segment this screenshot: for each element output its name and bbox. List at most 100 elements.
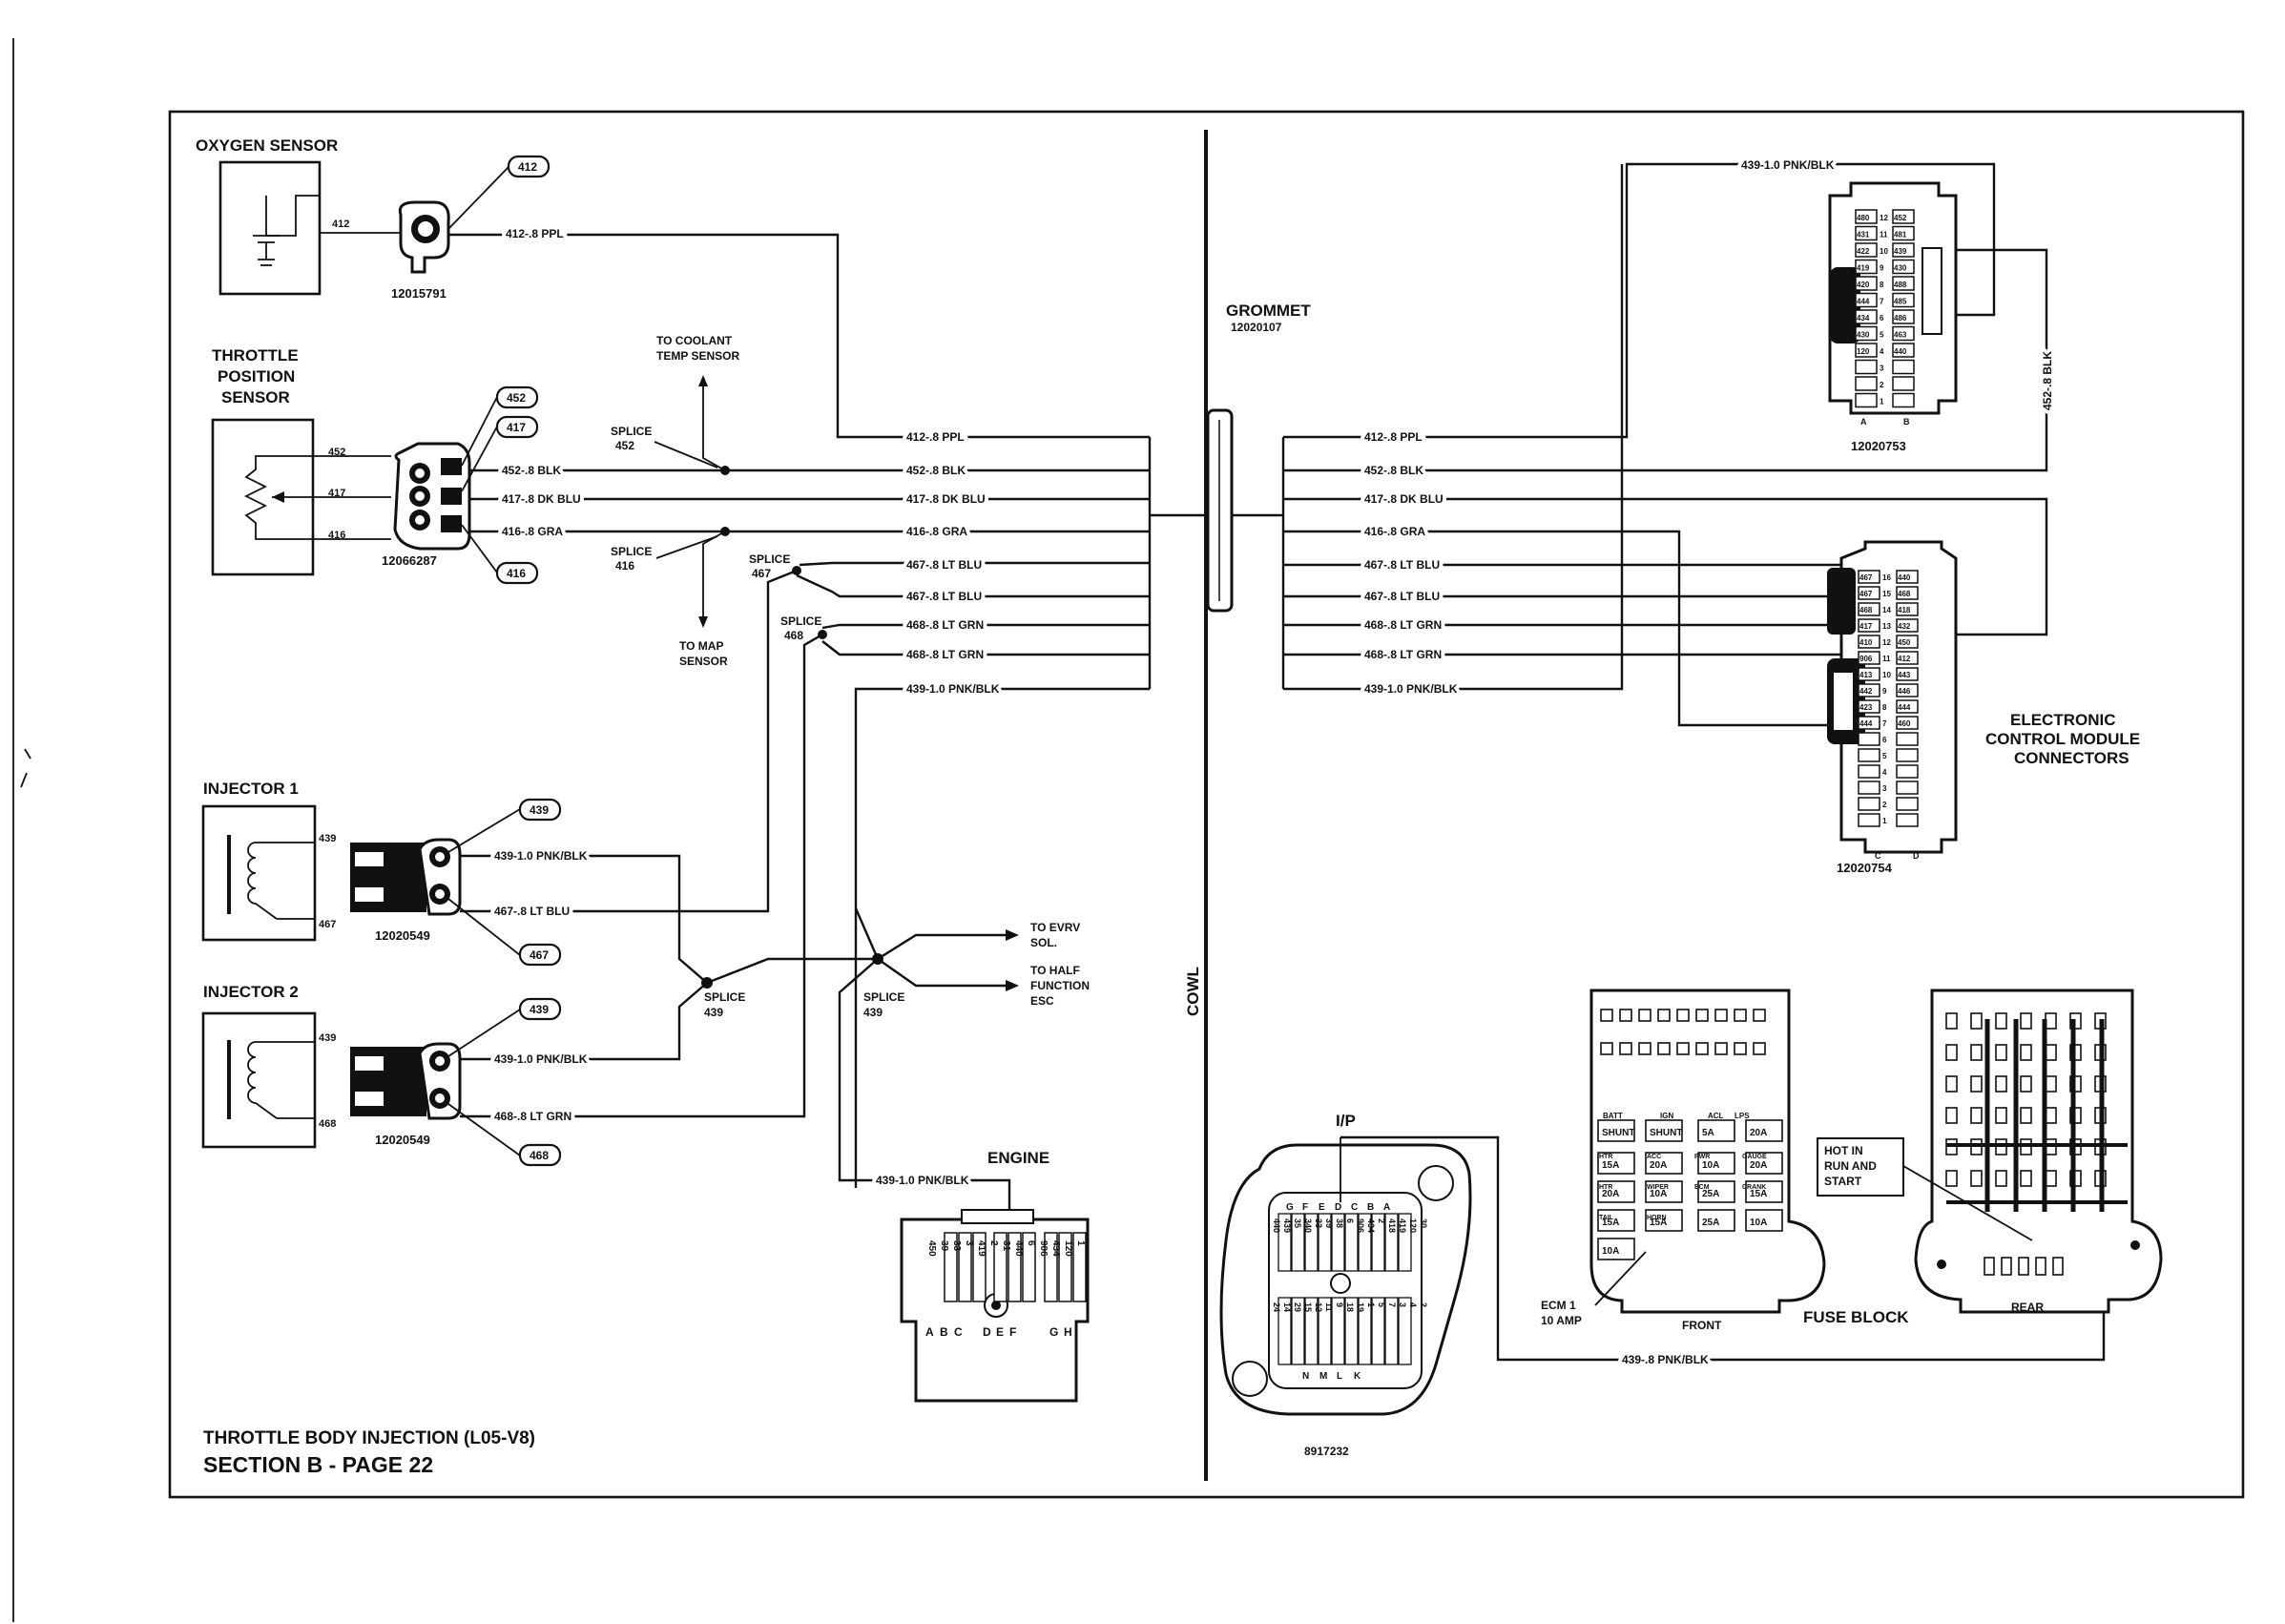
rear-slot	[1970, 1107, 1983, 1124]
engine-letter: D	[983, 1325, 991, 1339]
ecm-lower-cell	[1896, 618, 1919, 633]
wire-439-main	[854, 687, 1150, 1188]
ecm-fuse-note-1: ECM 1	[1541, 1299, 1576, 1312]
ecm-upper-cell	[1855, 343, 1878, 358]
o2-part-number: 12015791	[391, 286, 447, 301]
fuse-slot	[1657, 1009, 1671, 1022]
engine-cell	[958, 1232, 972, 1302]
ecm-upper-num: 6	[1880, 314, 1884, 323]
ecm-lower-cell-label: 468	[1898, 590, 1911, 598]
ecm-lower-cell	[1858, 813, 1880, 827]
ip-cell-label: 30	[1419, 1218, 1428, 1228]
ecm-lower-cell-label: 444	[1859, 719, 1873, 728]
engine-cell-label: 2	[988, 1240, 999, 1246]
rear-slot	[2020, 1107, 2032, 1124]
fuse-small-label: CRANK	[1742, 1184, 1766, 1191]
fuse-slot	[1600, 1009, 1613, 1022]
fuse-small-label: GAUGE	[1742, 1154, 1767, 1160]
tps-tag-416-label: 416	[507, 567, 526, 580]
tps-wire-416-label: 416-.8 GRA	[502, 525, 563, 538]
rear-slot	[1945, 1170, 1958, 1187]
rear-slot	[2045, 1044, 2057, 1061]
ecm-lower-cell-label: 410	[1859, 638, 1873, 647]
ecm-lower-part: 12020754	[1837, 861, 1893, 875]
ip-cell-label: 11	[1324, 1302, 1334, 1312]
tps-tag-417-label: 417	[507, 421, 526, 434]
fuse-block-front	[1589, 989, 1826, 1314]
ecm-lower-cell	[1858, 797, 1880, 811]
ecm-lower-cell	[1858, 635, 1880, 649]
ecm-lower-cell	[1896, 764, 1919, 779]
half-label-3: ESC	[1030, 994, 1054, 1008]
ip-letter-top: A	[1383, 1202, 1390, 1213]
splice-452-leader	[654, 441, 718, 468]
ecm-lower-cell-label: 443	[1898, 671, 1911, 679]
right-wire-label: 468-.8 LT GRN	[1364, 618, 1442, 632]
ecm-upper-cell-label: 440	[1894, 347, 1907, 356]
ip-cell-label: 9	[1335, 1302, 1344, 1307]
wire-r-439	[1283, 164, 1624, 691]
tps-tag-452-label: 452	[507, 391, 526, 405]
ip-cell	[1278, 1297, 1292, 1365]
injector2-tag-leader-top	[447, 1009, 521, 1057]
ecm-lower-num: 16	[1882, 573, 1891, 582]
footer-section: SECTION B - PAGE 22	[203, 1452, 433, 1477]
fuse-slot	[1676, 1042, 1690, 1055]
injector2-tag-bot-label: 468	[530, 1149, 549, 1162]
engine-cell-label: 450	[926, 1240, 937, 1257]
ecm-label-3: CONNECTORS	[2014, 749, 2129, 767]
ecm-lower-cell	[1896, 716, 1919, 730]
rear-slot	[2020, 1170, 2032, 1187]
ecm-lower-cell	[1896, 797, 1919, 811]
rear-slot	[2045, 1012, 2057, 1030]
rear-slot	[1995, 1012, 2007, 1030]
ip-cell-label: 418	[1387, 1218, 1397, 1233]
wire-439-to-splice-b	[854, 907, 880, 960]
wire-r-412	[1283, 162, 1996, 439]
tps-tag-leader-452	[461, 396, 498, 467]
ecm-lower-cell	[1896, 699, 1919, 714]
fuse-rating: 20A	[1750, 1128, 1767, 1138]
o2-tag	[507, 155, 550, 178]
ip-cell-label: 419	[1398, 1218, 1407, 1233]
fuse-small-label: WIPER	[1647, 1184, 1669, 1191]
fuse-cell	[1745, 1152, 1783, 1175]
fuse-small-label: HORN	[1647, 1215, 1667, 1221]
ecm-upper-cell	[1892, 376, 1915, 391]
hot-note-leader	[1902, 1165, 2033, 1241]
oxygen-sensor-box	[218, 160, 322, 296]
ecm-upper-cell	[1855, 259, 1878, 275]
ip-cell	[1291, 1213, 1305, 1272]
ecm-lower-cell	[1896, 813, 1919, 827]
tps-title-1: THROTTLE	[212, 346, 299, 364]
wire-r-416	[1283, 530, 1856, 727]
ecm-lower-num: 12	[1882, 638, 1891, 647]
ecm-lower-num: 8	[1882, 703, 1887, 712]
ecm-upper-num: 4	[1880, 347, 1884, 356]
ecm-lower-cell-label: 460	[1898, 719, 1911, 728]
fuse-rating: 15A	[1650, 1218, 1667, 1228]
engine-cell	[1007, 1232, 1022, 1302]
splice-439b-label-2: 439	[863, 1006, 883, 1019]
rear-slot	[1970, 1012, 1983, 1030]
rear-lower-slot	[2018, 1257, 2029, 1276]
ecm-upper-cell	[1892, 309, 1915, 324]
injector1-wire-top-label: 439-1.0 PNK/BLK	[494, 849, 588, 863]
engine-cell-label: 6	[1026, 1240, 1036, 1246]
ip-letter-bot: M	[1319, 1371, 1327, 1382]
fuse-rear-label: REAR	[2011, 1301, 2044, 1314]
ecm-upper-num: 3	[1880, 364, 1884, 373]
tps-tag-452	[495, 385, 539, 409]
tps-wire-417-label: 417-.8 DK BLU	[502, 492, 581, 506]
ecm-upper-cell	[1855, 309, 1878, 324]
fuse-cell	[1697, 1152, 1735, 1175]
engine-cell-label: 419	[976, 1240, 987, 1257]
tps-pin-417: 417	[328, 488, 345, 499]
fuse-cell	[1597, 1238, 1635, 1260]
engine-cell	[1022, 1232, 1036, 1302]
ip-cell	[1278, 1213, 1292, 1272]
rear-stud	[2130, 1240, 2140, 1250]
